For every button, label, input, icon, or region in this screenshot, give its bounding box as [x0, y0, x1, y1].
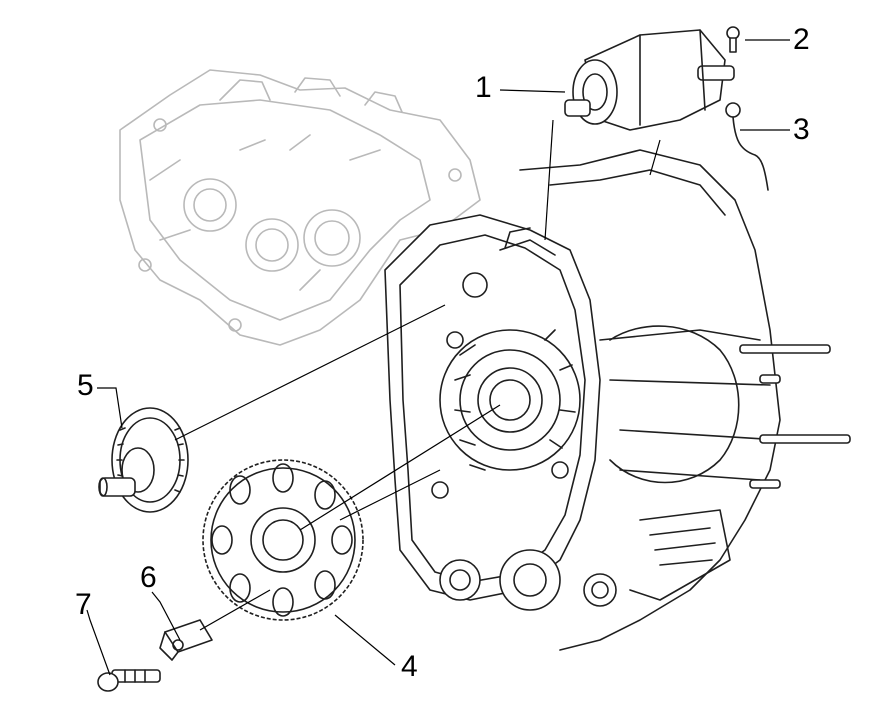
crankcase-cover	[384, 214, 617, 611]
callout-1: 1	[475, 71, 492, 104]
callout-3: 3	[793, 113, 810, 146]
callout-4: 4	[401, 650, 418, 683]
screw-7	[97, 669, 161, 692]
lock-plate	[159, 619, 213, 661]
assembly-lines	[174, 119, 661, 631]
callout-5: 5	[77, 369, 94, 402]
ground-cable	[725, 102, 769, 191]
starter-motor	[564, 29, 735, 131]
callout-6: 6	[140, 561, 157, 594]
screw-2	[726, 26, 740, 53]
crankcase-main	[519, 149, 851, 651]
callout-2: 2	[793, 23, 810, 56]
driven-gear	[202, 459, 364, 621]
intermediate-gear	[98, 407, 189, 513]
callout-leaders	[86, 39, 790, 676]
callout-7: 7	[75, 588, 92, 621]
